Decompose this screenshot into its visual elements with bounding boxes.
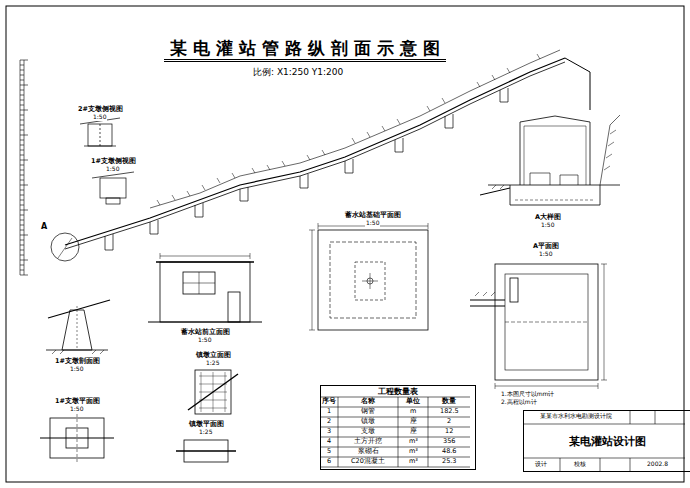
box-text: 工程数量表 bbox=[321, 387, 475, 397]
table-cell: 浆砌石 bbox=[357, 448, 380, 455]
drawing-label: 1:50 bbox=[105, 166, 120, 173]
table-cell: 3 bbox=[326, 428, 332, 435]
table-cell: 镇墩 bbox=[360, 418, 376, 425]
table-cell: m³ bbox=[408, 458, 419, 465]
table-cell: 座 bbox=[409, 428, 418, 435]
drawing-label: 比例: X1:250 Y1:200 bbox=[252, 67, 344, 77]
title-block: 某电灌站设计图 bbox=[523, 410, 690, 472]
table-cell: 4 bbox=[326, 438, 332, 445]
table-cell: C20混凝土 bbox=[350, 458, 386, 465]
table-cell: 单位 bbox=[405, 398, 421, 405]
table-cell: m bbox=[409, 408, 417, 415]
table-cell: 25.3 bbox=[441, 458, 457, 465]
table-cell: 5 bbox=[326, 448, 332, 455]
table-cell: 座 bbox=[409, 418, 418, 425]
drawing-label: 1:50 bbox=[365, 220, 380, 227]
box-text: 某电灌站设计图 bbox=[524, 435, 690, 448]
drawing-label: 1#支墩平面图 bbox=[54, 398, 101, 405]
drawing-label: 2002.8 bbox=[646, 461, 669, 468]
table-cell: 名称 bbox=[360, 398, 376, 405]
drawing-label: 2#支墩侧视图 bbox=[77, 106, 124, 113]
table-cell: 数量 bbox=[441, 398, 457, 405]
table-cell: 356 bbox=[442, 438, 456, 445]
table-cell: 序号 bbox=[321, 398, 337, 405]
table-cell: 1 bbox=[326, 408, 332, 415]
table-cell: 48.6 bbox=[441, 448, 457, 455]
table-cell: 2 bbox=[446, 418, 452, 425]
drawing-label: 1:50 bbox=[540, 222, 555, 229]
drawing-label: 1:50 bbox=[538, 251, 553, 258]
drawing-label: 2.高程以m计 bbox=[500, 399, 538, 406]
table-cell: 182.5 bbox=[439, 408, 460, 415]
drawing-label: 1#支墩侧视图 bbox=[90, 158, 137, 165]
drawing-label: 某某市水利水电勘测设计院 bbox=[539, 413, 613, 420]
table-cell: 土方开挖 bbox=[353, 438, 383, 445]
quantity-table: 工程数量表 bbox=[320, 385, 476, 470]
drawing-label: 蓄水站基础平面图 bbox=[344, 212, 402, 219]
drawing-label: 1#支墩剖面图 bbox=[54, 358, 101, 365]
drawing-title: 某电灌站管路纵剖面示意图 bbox=[164, 38, 446, 62]
drawing-label: A大样图 bbox=[534, 214, 562, 221]
drawing-label: 蓄水站前立面图 bbox=[180, 329, 231, 336]
table-cell: 6 bbox=[326, 458, 332, 465]
drawing-label: 1:50 bbox=[197, 337, 212, 344]
table-cell: m³ bbox=[408, 438, 419, 445]
drawing-label: A平面图 bbox=[532, 243, 560, 250]
drawing-label: 1.本图尺寸以mm计 bbox=[500, 391, 555, 398]
table-cell: 12 bbox=[444, 428, 454, 435]
drawing-label: 校核 bbox=[573, 461, 587, 468]
drawing-label: 设计 bbox=[534, 461, 548, 468]
drawing-label: 1:25 bbox=[205, 360, 220, 367]
drawing-label: 1:50 bbox=[92, 114, 107, 121]
drawing-label: 1:50 bbox=[69, 406, 84, 413]
table-cell: 钢管 bbox=[360, 408, 376, 415]
drawing-label: 1:50 bbox=[69, 366, 84, 373]
table-cell: 支墩 bbox=[360, 428, 376, 435]
drawing-label: 镇墩立面图 bbox=[195, 352, 232, 359]
table-cell: 2 bbox=[326, 418, 332, 425]
drawing-label: A bbox=[40, 222, 48, 231]
drawing-label: 镇墩平面图 bbox=[188, 421, 225, 428]
drawing-label: 1:25 bbox=[198, 429, 213, 436]
table-cell: m³ bbox=[408, 448, 419, 455]
